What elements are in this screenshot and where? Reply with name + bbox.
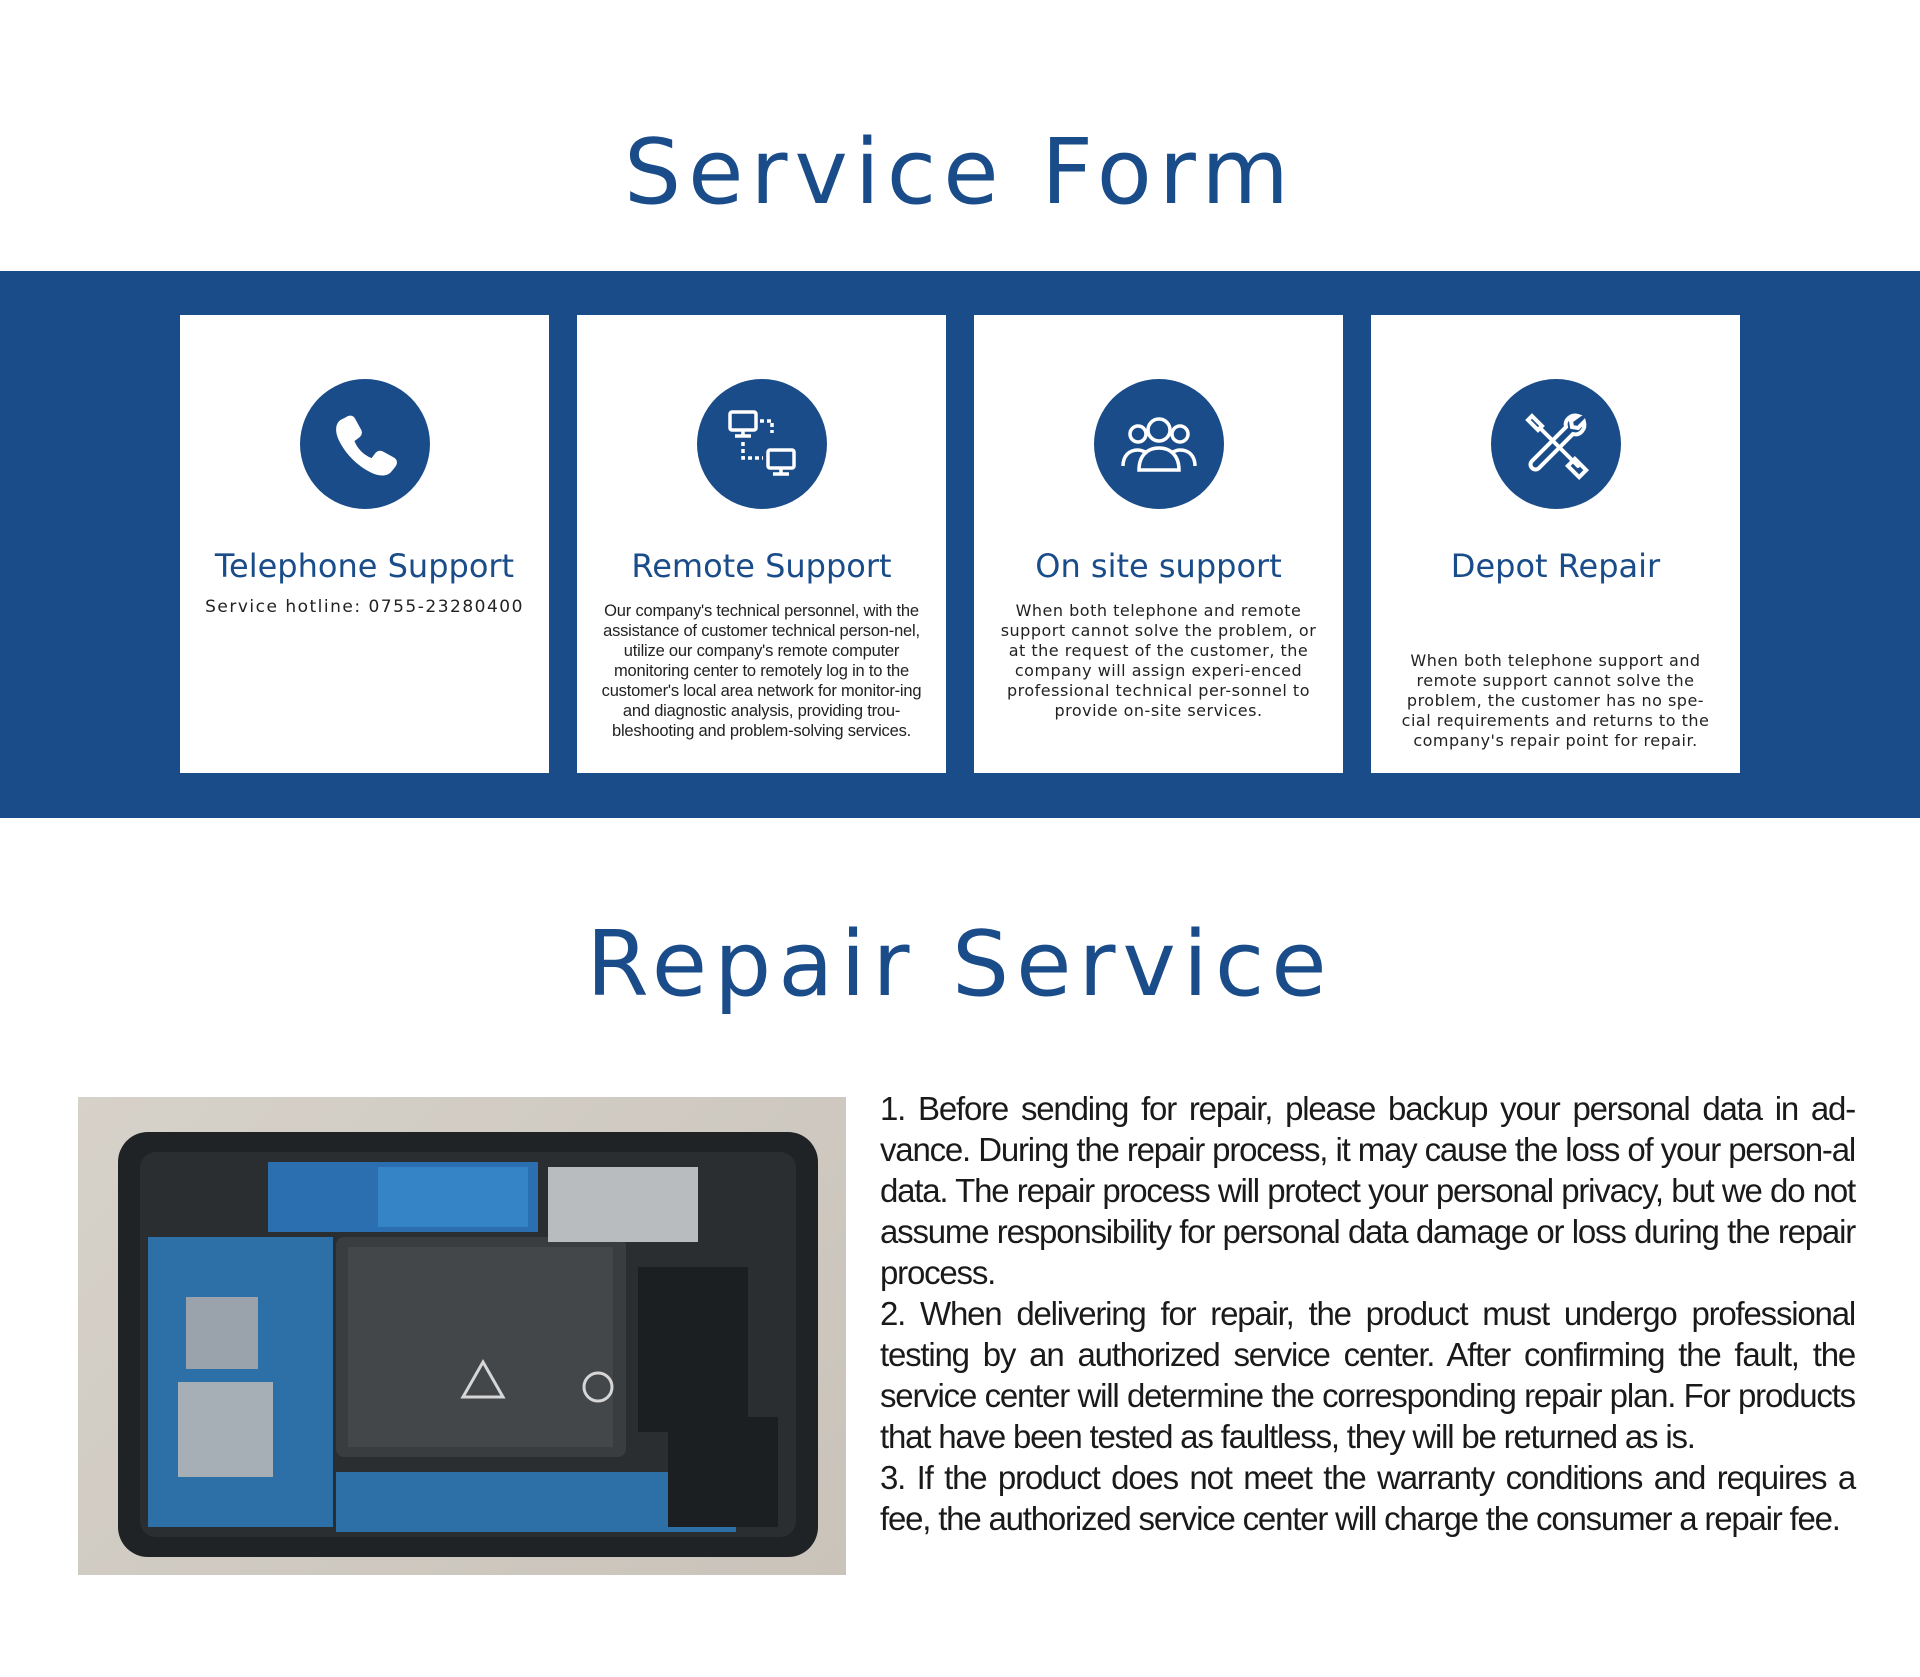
service-cards-band: Telephone Support Service hotline: 0755-…: [0, 271, 1920, 818]
repair-service-title: Repair Service: [586, 912, 1334, 1017]
people-group-icon: [1094, 379, 1224, 509]
repair-terms: 1. Before sending for repair, please bac…: [880, 1088, 1856, 1539]
tools-icon: [1491, 379, 1621, 509]
card-title: Depot Repair: [1450, 547, 1661, 585]
card-description: When both telephone support and remote s…: [1401, 651, 1710, 750]
service-form-title: Service Form: [624, 120, 1296, 225]
card-description: Our company's technical personnel, with …: [601, 602, 922, 740]
repair-term-3: 3. If the product does not meet the warr…: [880, 1459, 1856, 1537]
network-computers-icon: [697, 379, 827, 509]
card-telephone-support: Telephone Support Service hotline: 0755-…: [180, 315, 549, 773]
card-title: Remote Support: [631, 547, 892, 585]
card-title: On site support: [1035, 547, 1282, 585]
card-remote-support: Remote Support Our company's technical p…: [577, 315, 946, 773]
tablet-internals-photo: [78, 1097, 846, 1575]
repair-term-2: 2. When delivering for repair, the produ…: [880, 1295, 1856, 1455]
phone-icon: [300, 379, 430, 509]
card-title: Telephone Support: [214, 547, 515, 585]
card-depot-repair: Depot Repair When both telephone support…: [1371, 315, 1740, 773]
card-description: When both telephone and remote support c…: [1000, 601, 1317, 720]
card-description: Service hotline: 0755-23280400: [205, 597, 524, 617]
card-on-site-support: On site support When both telephone and …: [974, 315, 1343, 773]
repair-term-1: 1. Before sending for repair, please bac…: [880, 1090, 1856, 1291]
